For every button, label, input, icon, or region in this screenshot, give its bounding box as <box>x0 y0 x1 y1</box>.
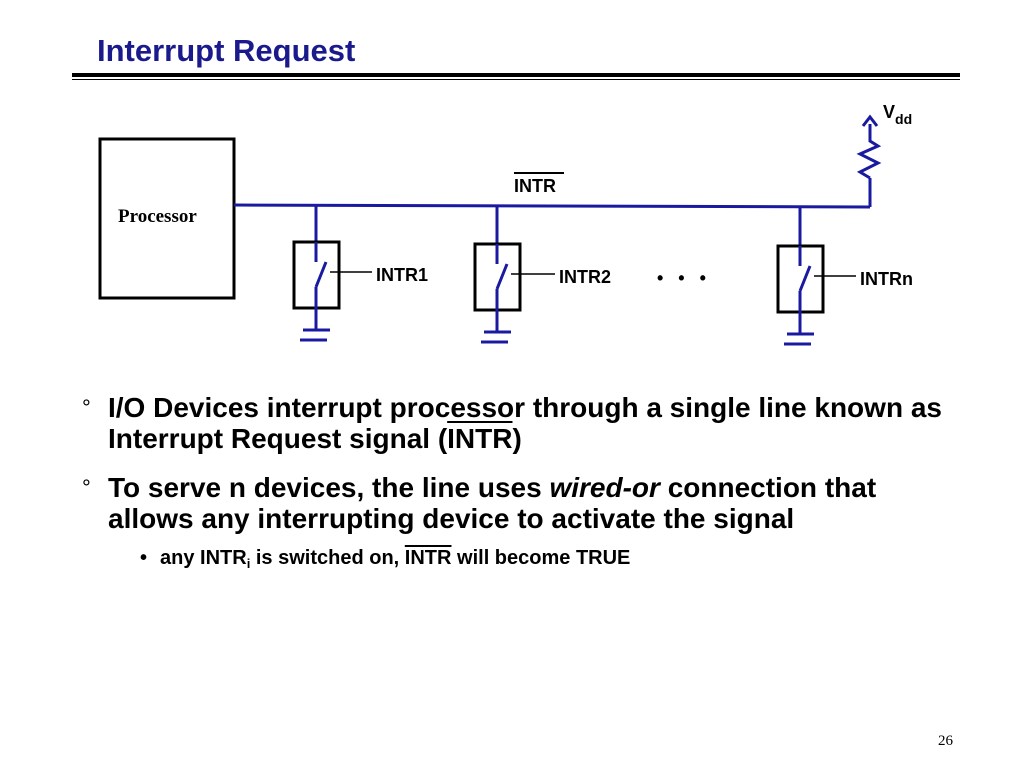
device-switch-2 <box>473 207 555 344</box>
vdd-label: Vdd <box>883 102 912 127</box>
sub-bullet-marker: • <box>140 547 148 569</box>
bullet-1-text: I/O Devices interrupt processor through … <box>108 392 942 454</box>
intr-line-label: INTR <box>514 176 556 196</box>
processor-box <box>98 137 236 300</box>
sub-bullet-intr: INTR <box>404 547 452 569</box>
sub-bullet-text-after: will become TRUE <box>451 547 631 569</box>
bullet-marker: ° <box>82 395 91 420</box>
sub-bullet-subscript: i <box>246 556 251 571</box>
bullet-2-text-before: To serve n devices, the line uses <box>108 472 550 503</box>
device-switch-n <box>776 207 856 346</box>
sub-bullet-text-mid: is switched on, <box>250 547 405 569</box>
bullet-2: ° To serve n devices, the line uses wire… <box>82 472 962 534</box>
title-divider <box>72 73 960 77</box>
switch-label-n: INTRn <box>860 269 913 289</box>
bullet-2-text-after: connection that allows any interrupting … <box>108 472 877 534</box>
switch-label-1: INTR1 <box>376 265 428 285</box>
sub-bullet-text-before: any INTR <box>160 547 247 569</box>
bullet-1: ° I/O Devices interrupt processor throug… <box>82 392 962 454</box>
switch-label-2: INTR2 <box>559 267 611 287</box>
sub-bullet-1: • any INTRi is switched on, INTR will be… <box>140 546 962 570</box>
device-switch-1 <box>292 206 372 342</box>
bullet-marker: ° <box>82 475 91 500</box>
bullet-list: ° I/O Devices interrupt processor throug… <box>82 392 962 570</box>
vdd-arrow-icon <box>861 114 879 127</box>
bullet-2-emphasis: wired-or <box>549 472 660 503</box>
intr-line <box>233 203 871 209</box>
bullet-1-end: ) <box>512 423 522 454</box>
title-divider-thin <box>72 79 960 80</box>
device-ellipsis: • • • <box>657 268 706 288</box>
bullet-1-intr: INTR <box>447 423 513 454</box>
slide-title: Interrupt Request <box>97 33 356 68</box>
processor-label: Processor <box>118 206 197 227</box>
pullup-resistor <box>856 124 882 180</box>
page-number: 26 <box>938 733 953 749</box>
